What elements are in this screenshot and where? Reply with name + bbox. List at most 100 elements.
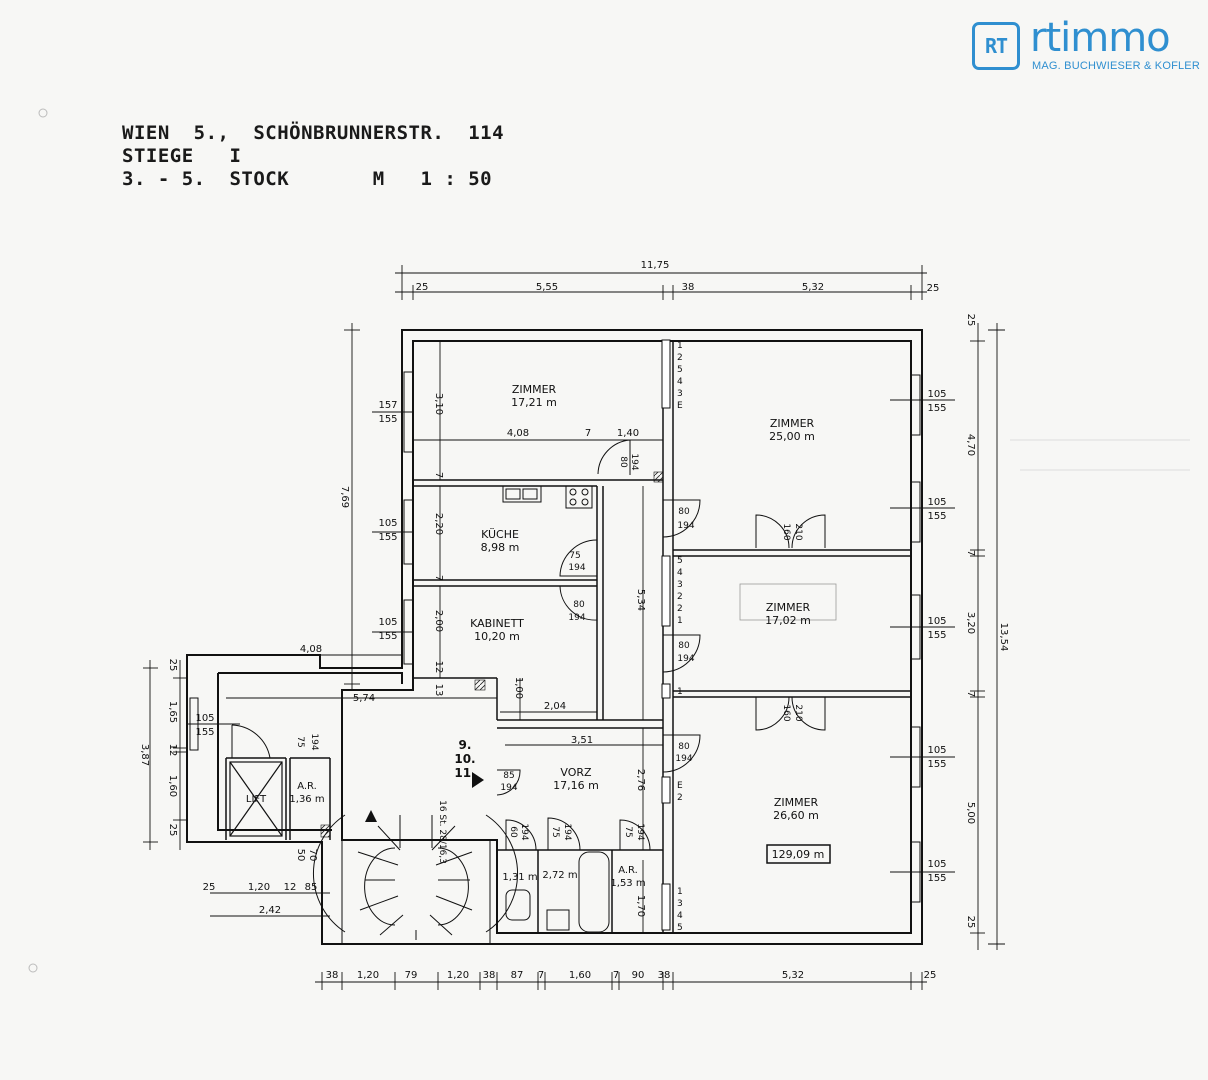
dim-inner: 12: [433, 661, 444, 674]
win-dim: 155: [378, 631, 397, 642]
dim-left-lower-part: 1,65: [167, 701, 178, 723]
win-dim: 155: [927, 759, 946, 770]
windows-right: [910, 374, 921, 903]
paper-mark: [38, 108, 48, 118]
dim-right: 5,00: [965, 802, 976, 824]
door-dim: 194: [677, 654, 694, 664]
win-dim: 155: [195, 727, 214, 738]
room-lift-name: LIFT: [246, 794, 267, 805]
door-dim: 75: [295, 736, 305, 747]
dim-inner: 7: [433, 575, 444, 581]
room-bad-area: 2,72 m: [542, 870, 577, 881]
dim-inner: 1,40: [617, 428, 639, 439]
door-dim: 80: [678, 742, 690, 752]
door-dim: 75: [550, 826, 560, 837]
door-dim: 80: [618, 456, 628, 468]
dim-top-total: 11,75: [641, 260, 670, 271]
plan-floor-scale: 3. - 5. STOCK M 1 : 50: [122, 168, 493, 190]
dim-right-total: 13,54: [998, 623, 1009, 652]
room-zimmer-2-area: 25,00 m: [769, 430, 815, 443]
entrance-label-1: 9.: [459, 738, 472, 752]
shaft-markers: [661, 339, 671, 931]
plan-staircase: STIEGE I: [122, 145, 242, 167]
room-zimmer-1-area: 17,21 m: [511, 396, 557, 409]
door-dim: 160: [781, 523, 791, 540]
logo-mark: RT: [972, 22, 1020, 70]
shaft-label: 1: [677, 887, 683, 897]
lift-shaft: [229, 761, 283, 837]
door-dim: 160: [781, 704, 791, 721]
room-labels: ZIMMER 17,21 m ZIMMER 25,00 m KÜCHE 8,98…: [246, 383, 819, 889]
room-vorz-area: 17,16 m: [553, 779, 599, 792]
door-dim: 85: [503, 771, 514, 781]
dimension-lines: [143, 265, 1005, 990]
shaft-label: 1: [677, 341, 683, 351]
dim-left-lower-part: 25: [167, 824, 178, 837]
total-area: 129,09 m: [772, 848, 825, 861]
room-ar-2-name: A.R.: [618, 865, 638, 876]
win-dim: 157: [378, 400, 397, 411]
staircase: [312, 814, 519, 944]
dim-bottom: 7: [613, 970, 619, 981]
win-dim: 105: [195, 713, 214, 724]
dim-inner: 1,20: [248, 882, 270, 893]
room-ar-1-name: A.R.: [297, 781, 317, 792]
dim-top: 5,55: [536, 282, 558, 293]
door-dim: 194: [309, 733, 319, 750]
shaft-label: E: [677, 781, 683, 791]
dim-left-upper: 7,69: [339, 486, 350, 508]
win-dim: 155: [927, 630, 946, 641]
total-area-box: [766, 844, 831, 864]
dim-inner: 4,08: [507, 428, 529, 439]
dim-inner: 25: [203, 882, 216, 893]
dim-inner: 70: [307, 849, 318, 862]
door-dim: 80: [573, 600, 585, 610]
dim-inner: 5,74: [353, 693, 375, 704]
win-dim: 105: [927, 497, 946, 508]
dim-bottom: 25: [924, 970, 937, 981]
dim-right: 7: [965, 550, 976, 556]
plan-address: WIEN 5., SCHÖNBRUNNERSTR. 114: [122, 122, 505, 144]
door-dim: 194: [675, 754, 692, 764]
dim-right: 3,20: [965, 612, 976, 634]
dim-inner: 85: [305, 882, 318, 893]
win-dim: 105: [927, 859, 946, 870]
room-zimmer-3-name: ZIMMER: [766, 601, 811, 614]
door-dim: 210: [793, 704, 803, 721]
door-dim: 75: [623, 826, 633, 837]
room-zimmer-4-area: 26,60 m: [773, 809, 819, 822]
win-dim: 105: [927, 745, 946, 756]
dim-inner: 1,70: [635, 895, 646, 917]
entrance-label-3: 11.: [454, 766, 475, 780]
dim-right: 25: [965, 314, 976, 327]
dim-right: 7: [965, 691, 976, 697]
win-dim: 155: [927, 511, 946, 522]
dim-bottom: 5,32: [782, 970, 804, 981]
dim-bottom: 1,20: [447, 970, 469, 981]
door-dim: 60: [508, 826, 518, 838]
company-logo: RT rtimmo MAG. BUCHWIESER & KOFLER: [970, 15, 1200, 78]
dim-inner: 4,08: [300, 644, 322, 655]
dim-bottom: 1,60: [569, 970, 591, 981]
door-dim: 194: [629, 453, 639, 470]
logo-mark-text: RT: [984, 34, 1008, 58]
door-dim: 194: [677, 521, 694, 531]
dim-left-lower: 3,87: [139, 744, 150, 766]
win-dim: 155: [378, 532, 397, 543]
shaft-label: 1: [677, 687, 683, 697]
room-zimmer-2-name: ZIMMER: [770, 417, 815, 430]
dim-right: 4,70: [965, 434, 976, 456]
logo-name: rtimmo: [1030, 15, 1171, 61]
dim-top: 38: [682, 282, 695, 293]
shaft-label: 5: [677, 365, 683, 375]
dim-inner: 1,00: [513, 677, 524, 699]
shaft-label: E: [677, 401, 683, 411]
dim-bottom: 38: [483, 970, 496, 981]
shaft-label: 4: [677, 568, 683, 578]
shaft-label: 3: [677, 389, 683, 399]
door-dim: 80: [678, 641, 690, 651]
apartment-entrance-arrow: [472, 772, 484, 788]
stair-dim: 16 St. 28/16,3: [437, 800, 447, 864]
win-dim: 155: [378, 414, 397, 425]
